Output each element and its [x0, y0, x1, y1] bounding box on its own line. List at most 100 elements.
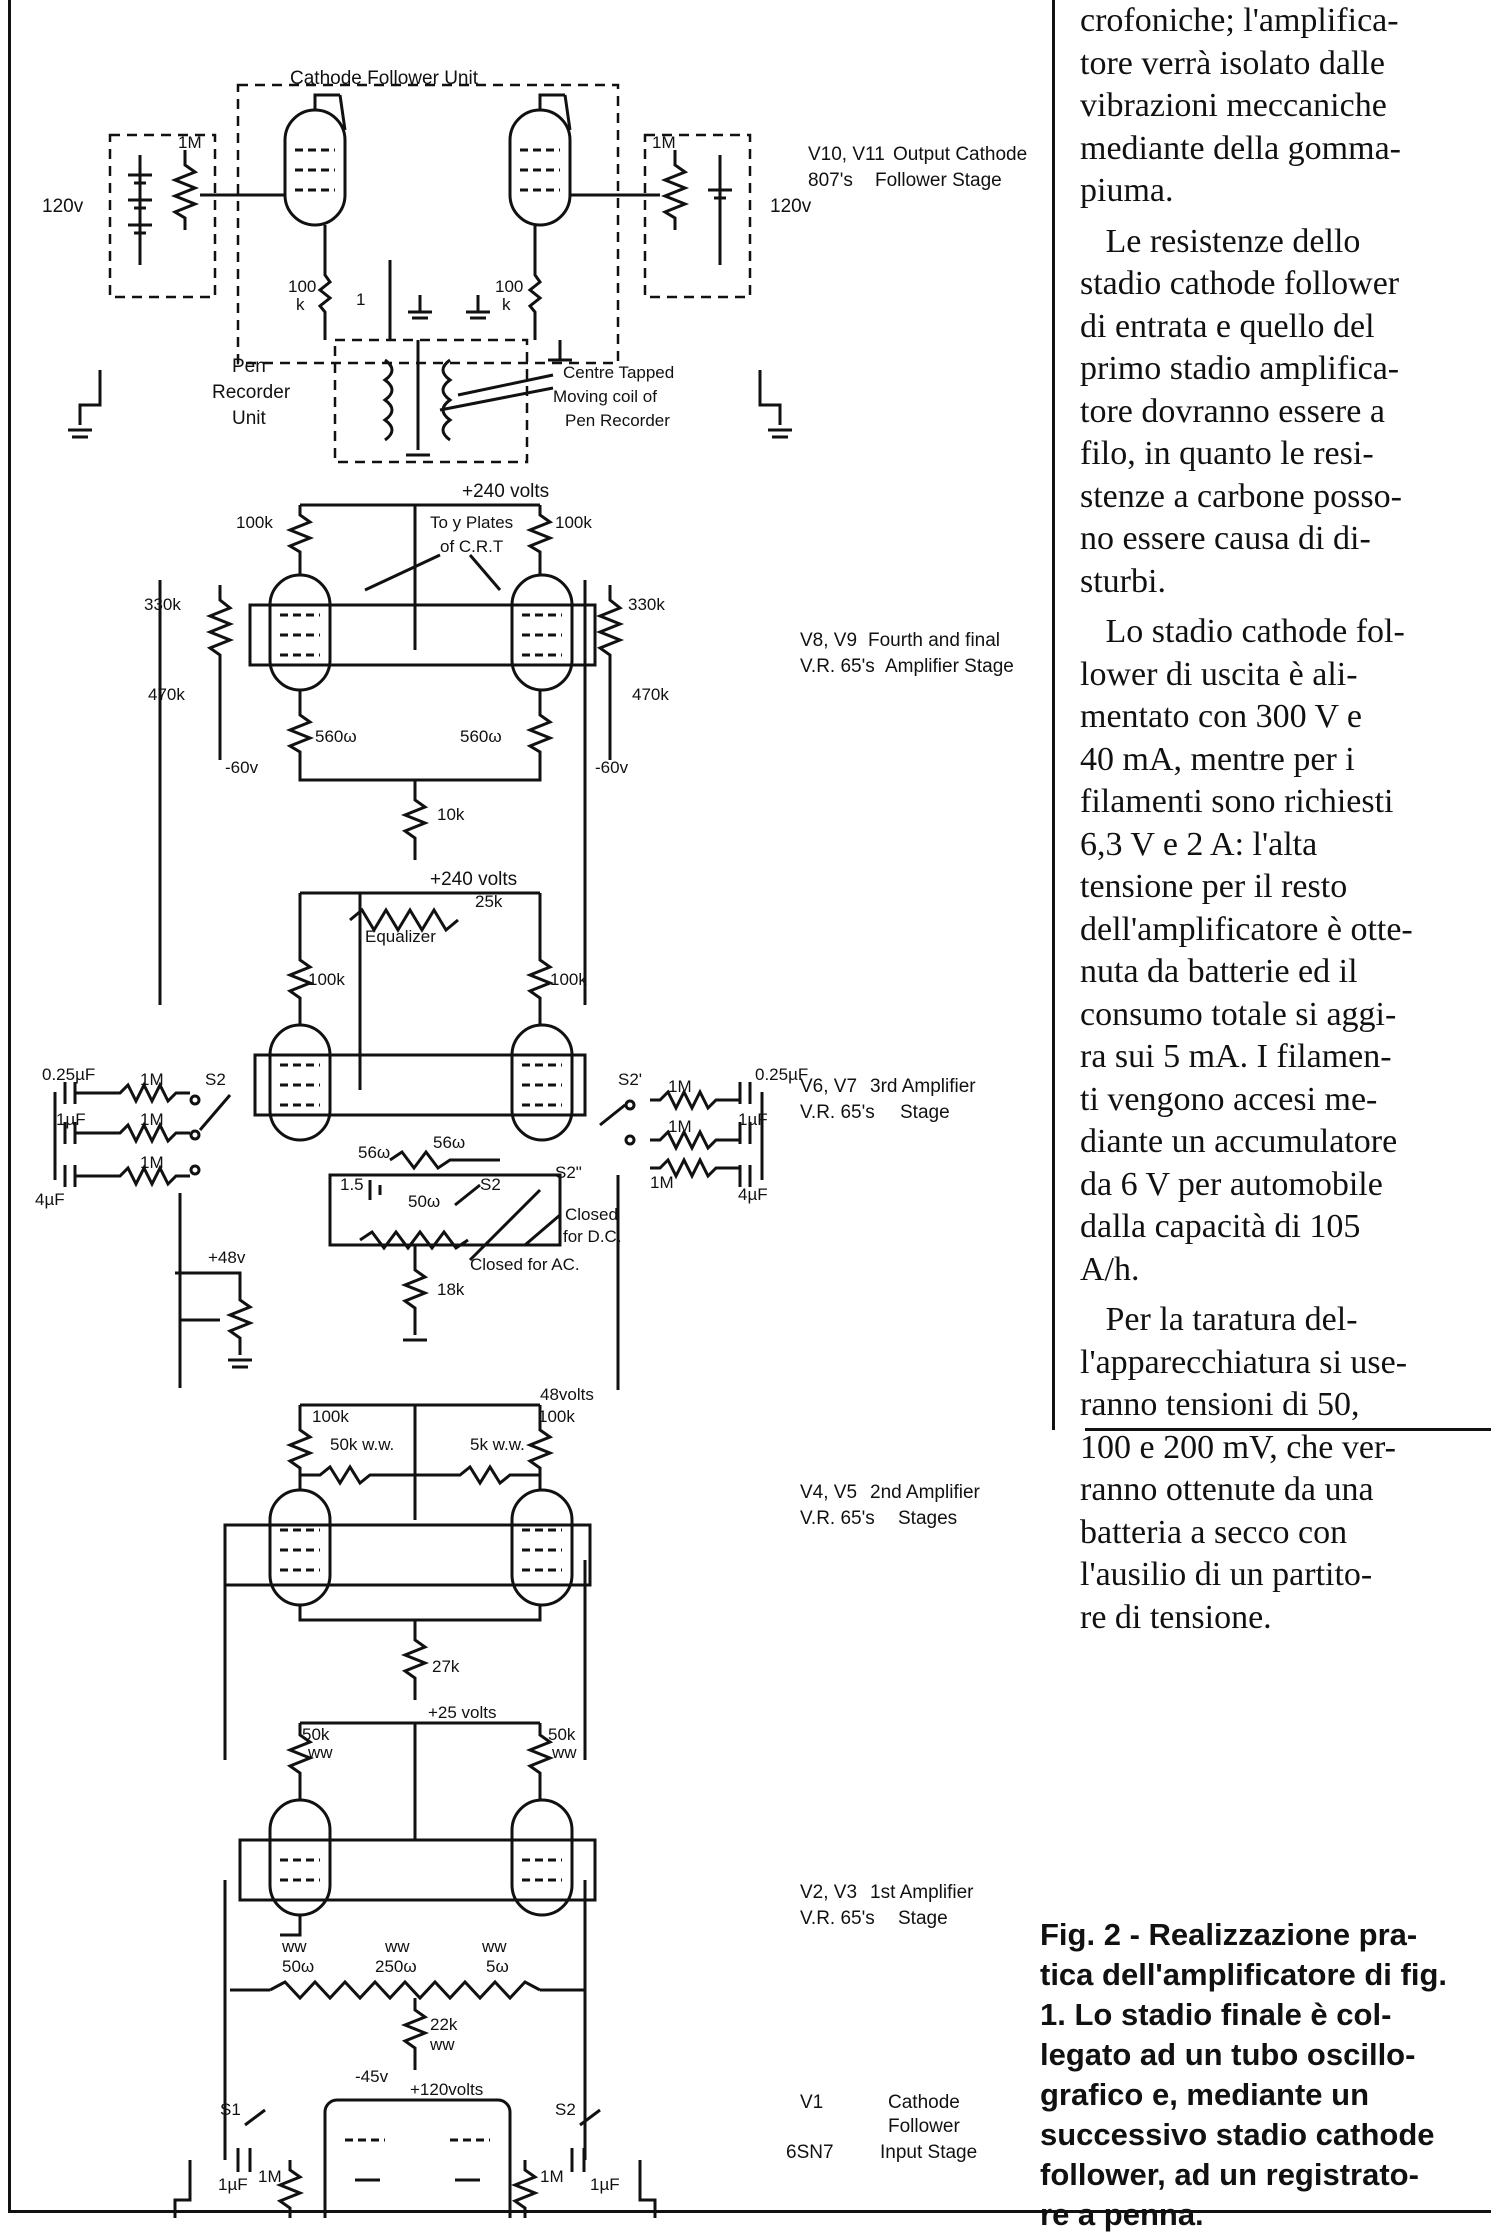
s2-left-label: S2	[205, 1070, 226, 1089]
s2-cathode-label: S2	[480, 1175, 501, 1194]
tube-v7	[510, 1023, 574, 1142]
tube-v5	[510, 1488, 574, 1607]
r1m-left-a: 1M	[140, 1070, 164, 1089]
ww-b: ww	[384, 1937, 410, 1956]
r56-left-label: 56ω	[358, 1143, 390, 1162]
c4-right-label: 4µF	[738, 1185, 768, 1204]
r100k-out-left: 100	[288, 277, 316, 296]
r470k-right: 470k	[632, 685, 669, 704]
stage-v6-desc: Stage	[900, 1102, 950, 1123]
r1m-left-c: 1M	[140, 1153, 164, 1172]
stage-v2-types: V.R. 65's	[800, 1908, 875, 1929]
r50k-1st-right: 50k	[548, 1725, 576, 1744]
battery-15-label: 1.5	[340, 1175, 364, 1194]
tube-v2	[268, 1798, 332, 1917]
svg-text:1: 1	[356, 290, 365, 309]
crt-label: of C.R.T	[440, 537, 503, 556]
stage-v1-name: Cathode	[888, 2092, 960, 2113]
stage-v10-name: Output Cathode	[893, 144, 1027, 165]
r330k-right: 330k	[628, 595, 665, 614]
c4-left-label: 4µF	[35, 1190, 65, 1209]
closed-label: Closed	[565, 1205, 618, 1224]
left-battery-box	[108, 133, 217, 299]
minus60-right: -60v	[595, 758, 629, 777]
stage-v1-desc: Follower	[888, 2116, 960, 2137]
cathode-follower-unit: Cathode Follower Unit 1M 120v 1M 120v	[42, 68, 812, 439]
stage-v8-types: V.R. 65's	[800, 656, 875, 677]
pen-recorder-box	[333, 338, 529, 464]
c1-left-label: 1µF	[56, 1110, 86, 1129]
stage-v10-desc: Follower Stage	[875, 170, 1002, 191]
minus45-label: -45v	[355, 2067, 389, 2086]
right-battery-box	[643, 133, 752, 299]
for-dc-label: for D.C.	[563, 1227, 622, 1246]
plus48-label: +48v	[208, 1248, 246, 1267]
r27k-label: 27k	[432, 1657, 460, 1676]
article-paragraph-4: Per la taratura del- l'apparecchiatura s…	[1080, 1301, 1408, 1636]
article-paragraph-1: crofoniche; l'amplifica- tore verrà isol…	[1080, 2, 1401, 209]
v120-right-label: 120v	[770, 196, 812, 217]
pen-recorder-coil-label: Pen Recorder	[565, 411, 670, 430]
c025-left-label: 0.25µF	[42, 1065, 95, 1084]
plus25-label: +25 volts	[428, 1703, 497, 1722]
plus120-label: +120volts	[410, 2080, 483, 2099]
r50ww-label: 50ω	[282, 1957, 314, 1976]
ww-1st-left: ww	[307, 1743, 333, 1762]
final-amplifier-stage: +240 volts 100k 100k To y Plates of C.R.…	[144, 481, 669, 1005]
stage-v4-name: 2nd Amplifier	[870, 1482, 981, 1503]
minus60-left: -60v	[225, 758, 259, 777]
pen-recorder-unit: Pen Recorder Unit Centre Tapped Moving c…	[212, 338, 674, 464]
stage-v10-tubes: V10, V11	[808, 144, 885, 165]
v48-label: 48volts	[540, 1385, 594, 1404]
r1m-right-b: 1M	[668, 1117, 692, 1136]
ww-1st-right: ww	[551, 1743, 577, 1762]
c025-right-label: 0.25µF	[755, 1065, 808, 1084]
tube-v9	[510, 573, 574, 692]
plus240-label-top: +240 volts	[462, 481, 549, 502]
r1m-right-a: 1M	[668, 1077, 692, 1096]
stage-v4-types: V.R. 65's	[800, 1508, 875, 1529]
article-paragraph-3: Lo stadio cathode fol- lower di uscita è…	[1080, 613, 1413, 1288]
r22k-label: 22k	[430, 2015, 458, 2034]
amplifier-schematic: Cathode Follower Unit 1M 120v 1M 120v	[35, 68, 1027, 2218]
r50k-1st-left: 50k	[302, 1725, 330, 1744]
stage-v4-tubes: V4, V5	[800, 1482, 857, 1503]
article-paragraph-2: Le resistenze dello stadio cathode follo…	[1080, 222, 1402, 600]
pen-label: Pen	[232, 356, 266, 377]
tube-v8	[268, 573, 332, 692]
r330k-left: 330k	[144, 595, 181, 614]
r50-label: 50ω	[408, 1192, 440, 1211]
input-stage: S1 S2 1µF 1µF 1M 1M	[173, 2098, 657, 2218]
figure-caption: Fig. 2 - Realizzazione pra- tica dell'am…	[1040, 1917, 1448, 2232]
s2-prime-label: S2'	[618, 1070, 642, 1089]
c1-input-right-label: 1µF	[590, 2175, 620, 2194]
first-amplifier-stage: +25 volts 50k ww 50k ww ww ww ww 50ω 250…	[223, 1703, 597, 2160]
svg-text:k: k	[296, 295, 305, 314]
r100k-final-right: 100k	[555, 513, 592, 532]
third-amplifier-stage: +240 volts 25k Equalizer 100k 100k 0.25µ…	[35, 869, 808, 1390]
r56-right-label: 56ω	[433, 1133, 465, 1152]
recorder-label: Recorder	[212, 382, 291, 403]
r100k-3rd-right: 100k	[550, 970, 587, 989]
r100k-final-left: 100k	[236, 513, 273, 532]
r250-label: 250ω	[375, 1957, 417, 1976]
r25k-label: 25k	[475, 892, 503, 911]
c1-input-left-label: 1µF	[218, 2175, 248, 2194]
r1m-input-right: 1M	[540, 2167, 564, 2186]
v120-left-label: 120v	[42, 196, 84, 217]
stage-labels: V10, V11 Output Cathode 807's Follower S…	[786, 144, 1027, 2163]
stage-v8-desc: Amplifier Stage	[885, 656, 1014, 677]
tube-v1	[323, 2098, 512, 2218]
r100k-out-right: 100	[495, 277, 523, 296]
stage-v1-desc2: Input Stage	[880, 2142, 977, 2163]
stage-v2-tubes: V2, V3	[800, 1882, 857, 1903]
tube-v10	[283, 108, 347, 227]
s1-label: S1	[220, 2100, 241, 2119]
stage-v10-types: 807's	[808, 170, 853, 191]
article-text-column: crofoniche; l'amplifica- tore verrà isol…	[1080, 0, 1491, 1647]
closed-ac-label: Closed for AC.	[470, 1255, 580, 1274]
svg-text:k: k	[502, 295, 511, 314]
ww-a: ww	[281, 1937, 307, 1956]
r5kww-label: 5k w.w.	[470, 1435, 525, 1454]
r1m-right-c: 1M	[650, 1173, 674, 1192]
